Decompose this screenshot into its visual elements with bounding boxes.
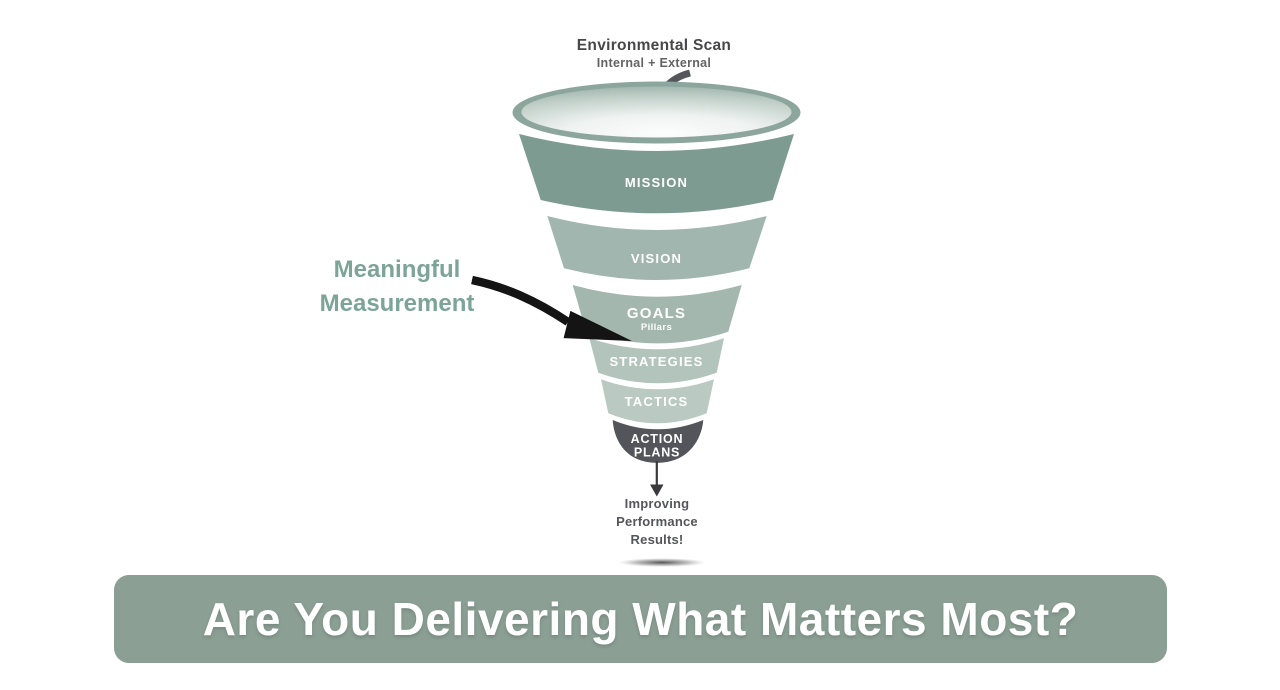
stage-label-tactics: TACTICS bbox=[625, 394, 689, 409]
stage-label-plans: PLANS bbox=[634, 446, 680, 460]
stage-label-strategies: STRATEGIES bbox=[609, 354, 703, 369]
ground-shadow bbox=[618, 558, 706, 567]
funnel-stage-tactics bbox=[601, 379, 714, 424]
funnel-stage-mission bbox=[519, 134, 794, 214]
stage-sublabel-pillars: Pillars bbox=[641, 322, 672, 333]
stage-label-goals: GOALS bbox=[627, 305, 686, 322]
environmental-scan-subtitle: Internal + External bbox=[596, 56, 712, 71]
bottom-banner: Are You Delivering What Matters Most? bbox=[114, 575, 1167, 663]
outcome-label: Improving Performance Results! bbox=[616, 496, 698, 547]
environmental-scan-header: Environmental Scan Internal + External bbox=[474, 36, 834, 72]
outcome-arrow-icon bbox=[650, 461, 664, 497]
meaningful-measurement-arrow-icon bbox=[471, 275, 632, 341]
funnel-stage-action-plans bbox=[612, 420, 704, 463]
meaningful-measurement-label: Meaningful Measurement bbox=[319, 256, 475, 317]
funnel-stage-strategies bbox=[589, 338, 724, 384]
funnel-stage-vision bbox=[547, 216, 767, 280]
stage-label-vision: VISION bbox=[631, 251, 682, 266]
funnel-stage-goals bbox=[572, 285, 742, 344]
stage-label-mission: MISSION bbox=[625, 175, 688, 190]
stage-label-action: ACTION bbox=[631, 432, 684, 446]
funnel-mouth-inner bbox=[521, 86, 792, 138]
banner-question: Are You Delivering What Matters Most? bbox=[202, 593, 1079, 645]
environmental-scan-title: Environmental Scan bbox=[576, 37, 732, 54]
